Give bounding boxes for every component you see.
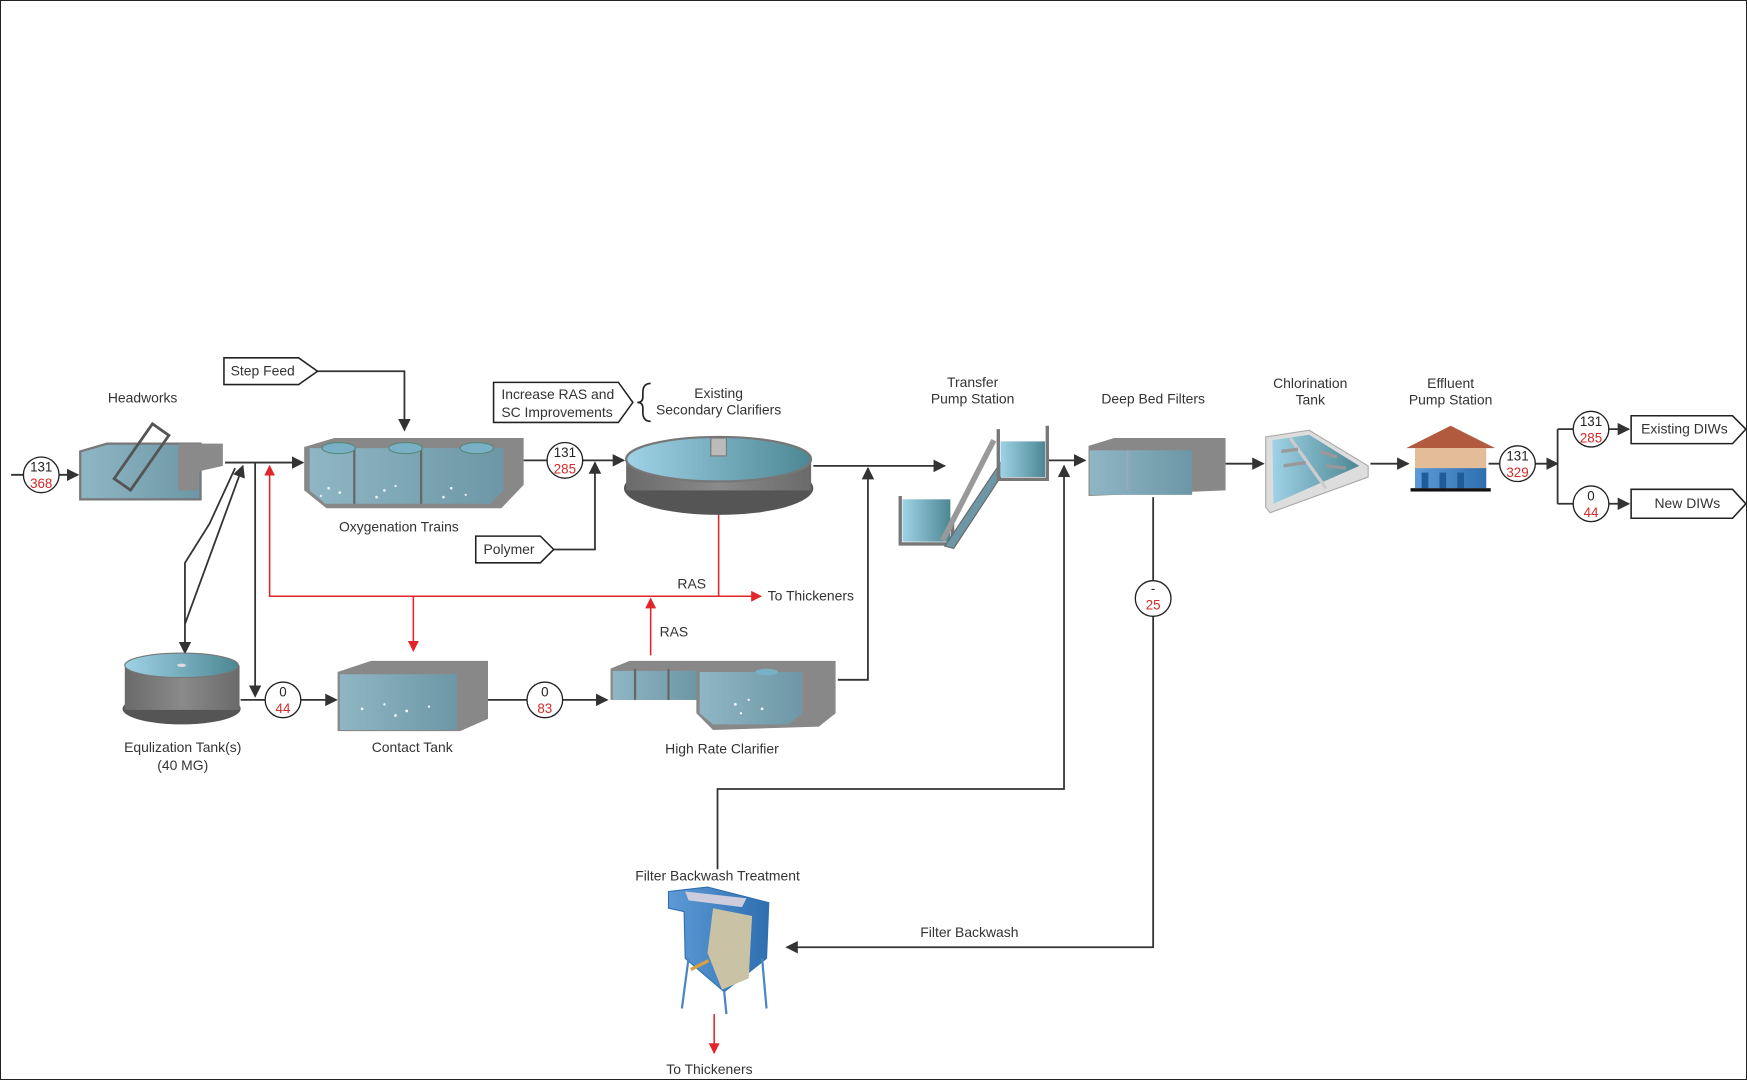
svg-text:0: 0 — [279, 685, 286, 700]
ras-label-1: RAS — [677, 575, 706, 591]
svg-text:329: 329 — [1506, 465, 1528, 480]
svg-text:Existing DIWs: Existing DIWs — [1641, 421, 1728, 437]
equalization-label-1: Equlization Tank(s) — [124, 739, 241, 755]
contact-tank-unit[interactable]: Contact Tank — [337, 660, 489, 755]
chlorination-label-2: Tank — [1296, 392, 1325, 408]
main-flow-lines — [11, 370, 1631, 954]
effluent-pump-label-2: Pump Station — [1409, 392, 1493, 408]
effluent-pump-station-unit[interactable]: Effluent Pump Station — [1406, 375, 1496, 492]
svg-text:New DIWs: New DIWs — [1655, 495, 1721, 511]
ras-label-2: RAS — [660, 623, 689, 639]
svg-text:0: 0 — [1587, 488, 1594, 503]
hrc-label: High Rate Clarifier — [665, 740, 779, 756]
hrc-to-transfer-line — [837, 466, 875, 681]
flow-bubble-influent: 131 368 — [22, 456, 60, 494]
svg-text:285: 285 — [554, 462, 576, 477]
high-rate-clarifier-unit[interactable]: High Rate Clarifier — [610, 660, 836, 756]
equalization-tank-unit[interactable]: Equlization Tank(s) (40 MG) — [122, 652, 242, 773]
svg-text:44: 44 — [276, 701, 291, 716]
chlorination-label-1: Chlorination — [1273, 375, 1347, 391]
transfer-label-1: Transfer — [947, 374, 999, 390]
to-equalization-line — [178, 467, 236, 655]
flow-bubble-contact-out: 0 83 — [526, 681, 564, 719]
svg-text:Polymer: Polymer — [484, 541, 535, 557]
svg-text:83: 83 — [537, 701, 552, 716]
brace-icon — [637, 382, 651, 423]
flow-bubble-oxygenation-out: 131 285 — [546, 441, 584, 479]
oxygenation-trains-unit[interactable]: Oxygenation Trains — [304, 438, 524, 535]
step-feed-line — [317, 370, 411, 432]
ras-to-thickeners-line — [717, 514, 763, 602]
svg-text:SC Improvements: SC Improvements — [501, 404, 612, 420]
equalization-label-2: (40 MG) — [157, 757, 208, 773]
clarifiers-label-1: Existing — [694, 385, 743, 401]
filter-backwash-treatment-unit[interactable]: Filter Backwash Treatment — [635, 867, 800, 1015]
polymer-line — [553, 461, 602, 551]
polymer-tag[interactable]: Polymer — [474, 535, 555, 564]
transfer-label-2: Pump Station — [931, 391, 1015, 407]
svg-text:131: 131 — [554, 445, 576, 460]
svg-text:-: - — [1151, 581, 1155, 596]
ras-return-line — [264, 464, 719, 598]
backwash-return-line — [716, 464, 1071, 870]
svg-text:25: 25 — [1146, 598, 1161, 613]
flow-bubble-existing-diws: 131 285 — [1572, 410, 1610, 448]
contact-tank-label: Contact Tank — [372, 739, 453, 755]
increase-ras-tag[interactable]: Increase RAS and SC Improvements — [492, 381, 651, 424]
headworks-label: Headworks — [108, 389, 178, 405]
chlorination-tank-unit[interactable]: Chlorination Tank — [1265, 375, 1369, 514]
flow-bubble-equalization-out: 0 44 — [264, 681, 302, 719]
svg-text:44: 44 — [1584, 505, 1599, 520]
svg-text:131: 131 — [1506, 448, 1528, 463]
equalization-return-line — [184, 464, 245, 625]
svg-text:Step Feed: Step Feed — [231, 363, 295, 379]
headworks-unit[interactable]: Headworks — [79, 389, 223, 501]
backwash-treatment-label: Filter Backwash Treatment — [635, 867, 800, 883]
new-diws-tag[interactable]: New DIWs — [1630, 488, 1747, 520]
flow-bubble-filter-backwash: - 25 — [1134, 579, 1172, 617]
clarifiers-label-2: Secondary Clarifiers — [656, 402, 781, 418]
filter-backwash-line — [785, 497, 1155, 954]
effluent-pump-label-1: Effluent — [1427, 375, 1474, 391]
transfer-pump-station-unit[interactable]: Transfer Pump Station — [898, 374, 1049, 549]
flow-bubble-effluent: 131 329 — [1498, 445, 1536, 483]
secondary-clarifiers-unit[interactable]: Existing Secondary Clarifiers — [623, 385, 814, 515]
filters-label: Deep Bed Filters — [1101, 391, 1205, 407]
flow-bubble-new-diws: 0 44 — [1572, 485, 1610, 523]
svg-text:131: 131 — [1580, 414, 1602, 429]
deep-bed-filters-unit[interactable]: Deep Bed Filters — [1088, 391, 1226, 496]
oxygenation-label: Oxygenation Trains — [339, 519, 459, 535]
svg-text:285: 285 — [1580, 431, 1602, 446]
existing-diws-tag[interactable]: Existing DIWs — [1630, 414, 1747, 445]
ras-lines — [264, 464, 763, 1055]
step-feed-tag[interactable]: Step Feed — [223, 357, 319, 386]
to-thickeners-label-1: To Thickeners — [768, 588, 854, 604]
svg-text:368: 368 — [30, 476, 52, 491]
svg-text:0: 0 — [541, 685, 548, 700]
to-thickeners-label-2: To Thickeners — [666, 1061, 752, 1077]
svg-text:131: 131 — [30, 459, 52, 474]
filter-backwash-label: Filter Backwash — [920, 924, 1018, 940]
svg-text:Increase RAS and: Increase RAS and — [501, 386, 614, 402]
